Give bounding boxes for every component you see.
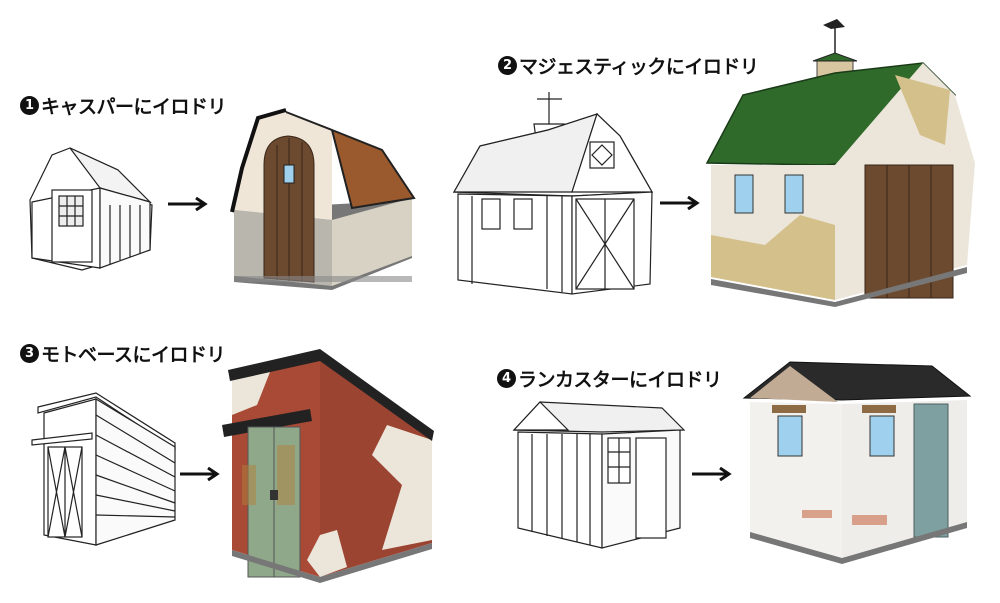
right-arrow-icon [180,466,220,482]
section-3-title: 3 モトベースにイロドリ [20,340,226,367]
section-2-title: 2 マジェスティックにイロドリ [498,52,759,79]
colored-shed-casper [222,108,417,290]
right-arrow-icon [168,196,208,212]
section-title-text: マジェスティックにイロドリ [519,56,759,78]
section-1-title: 1 キャスパーにイロドリ [20,92,227,119]
number-badge: 3 [20,344,39,363]
section-title-text: モトベースにイロドリ [41,344,226,366]
right-arrow-icon [692,466,732,482]
outline-shed-motobase [30,385,180,550]
outline-shed-lancaster [512,400,687,550]
section-4-title: 4 ランカスターにイロドリ [497,365,722,392]
number-badge: 1 [20,96,39,115]
colored-shed-lancaster [742,360,972,570]
colored-shed-majestic [705,15,980,307]
outline-shed-majestic [452,84,657,299]
section-title-text: キャスパーにイロドリ [41,96,227,118]
right-arrow-icon [660,195,700,211]
outline-shed-casper [22,140,162,271]
number-badge: 2 [498,56,517,75]
number-badge: 4 [497,369,516,388]
colored-shed-motobase [222,345,437,585]
section-title-text: ランカスターにイロドリ [518,369,722,391]
